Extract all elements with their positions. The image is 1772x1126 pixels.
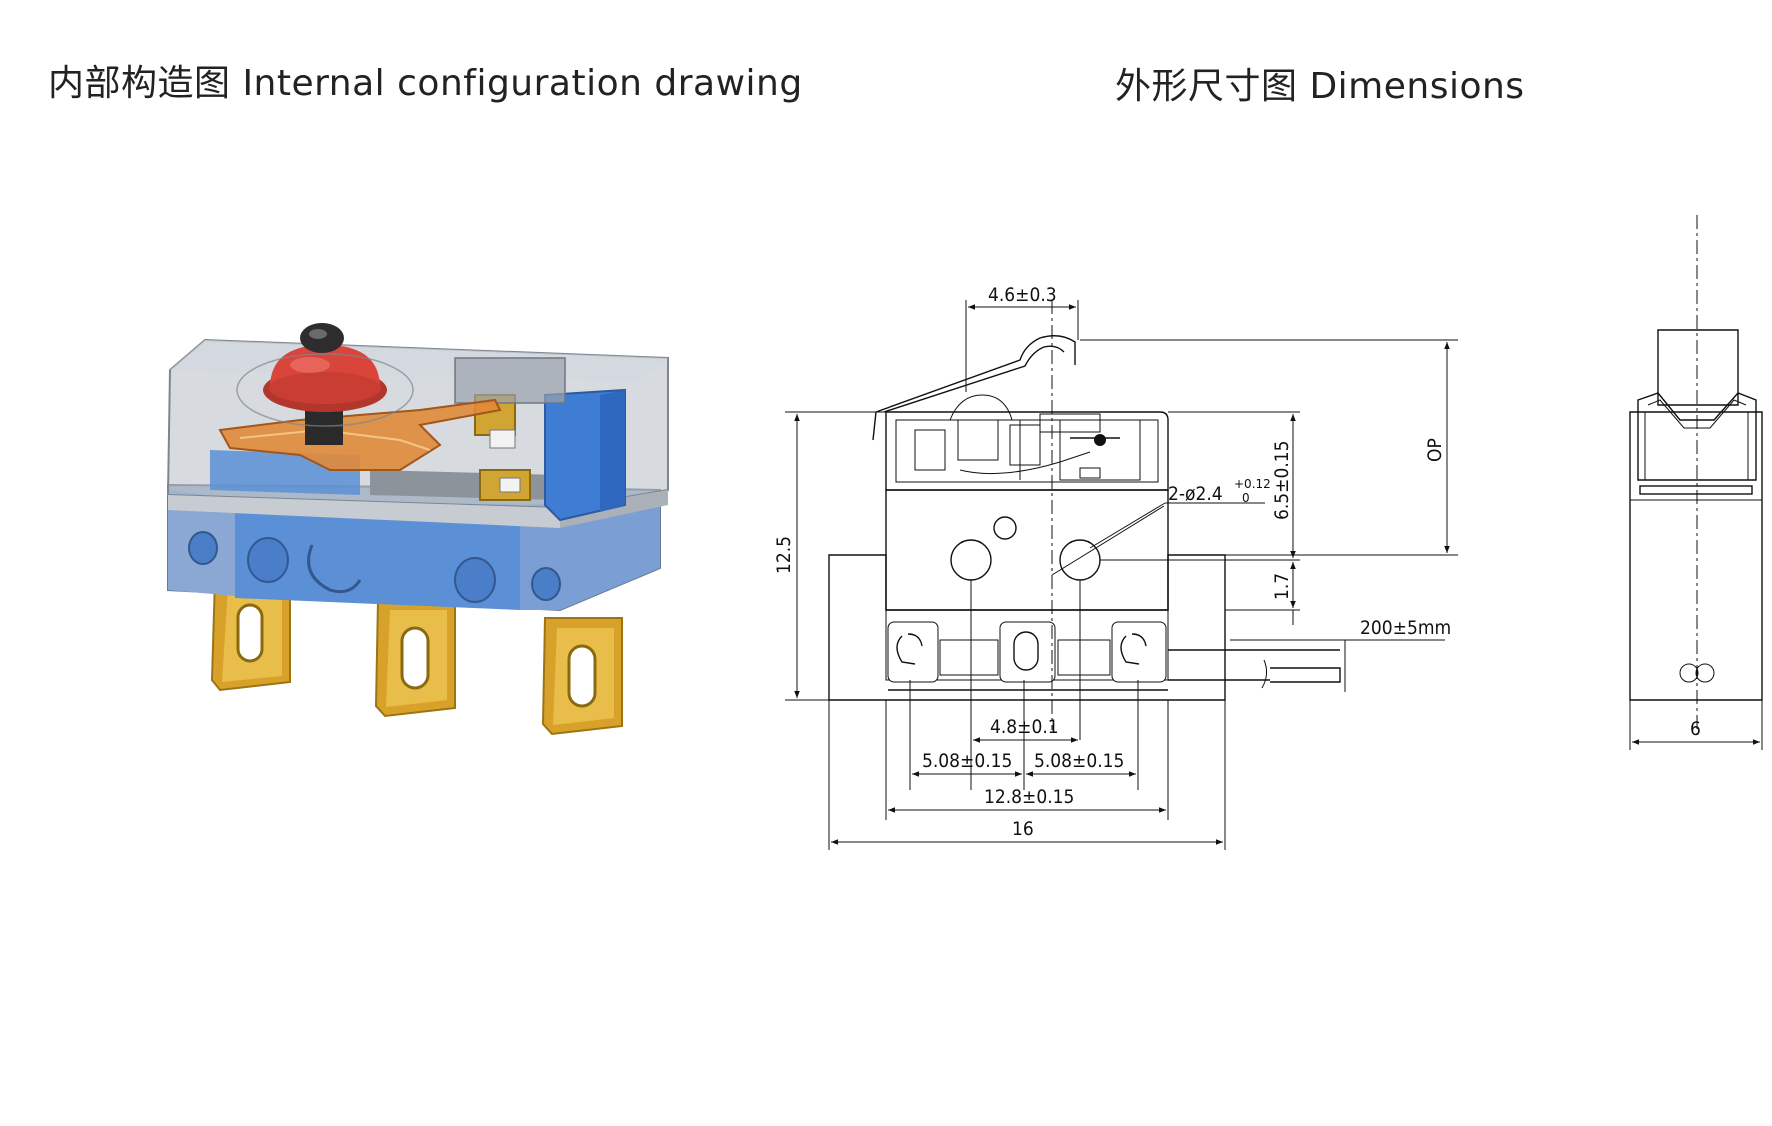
dim-mount-hole-tol-minus: 0: [1242, 491, 1250, 505]
front-view-drawing: 4.6±0.3 12.5 OP 6.5±0.15 1.7 2-ø2.4 +0.1…: [773, 284, 1458, 850]
dim-cable-length: 200±5mm: [1360, 617, 1451, 639]
terminal-middle: [374, 599, 456, 718]
internal-drawing-title: 内部构造图 Internal configuration drawing: [48, 63, 803, 104]
dim-pin-span: 12.8±0.15: [984, 786, 1074, 808]
dim-overall-width: 16: [1012, 818, 1034, 840]
dim-mount-hole: 2-ø2.4: [1168, 483, 1223, 505]
plunger-button: [236, 323, 414, 427]
dim-side-width: 6: [1690, 718, 1701, 740]
terminal-left: [210, 577, 291, 692]
dim-mount-hole-tol-plus: +0.12: [1234, 477, 1271, 491]
dim-pin-pitch-left: 5.08±0.15: [922, 750, 1012, 772]
dim-total-height: 12.5: [773, 536, 795, 574]
switch-base: [167, 483, 661, 612]
dim-pin-pitch-right: 5.08±0.15: [1034, 750, 1124, 772]
terminal-right: [541, 617, 623, 736]
dim-operating-position: OP: [1424, 438, 1446, 462]
internal-configuration-illustration: [166, 323, 669, 736]
dimensions-title: 外形尺寸图 Dimensions: [1115, 66, 1525, 107]
dim-hole-height: 6.5±0.15: [1271, 440, 1293, 520]
dim-actuator-offset: 4.6±0.3: [988, 284, 1057, 306]
dim-base-height: 1.7: [1271, 573, 1293, 600]
side-view-drawing: 6: [1629, 215, 1763, 750]
